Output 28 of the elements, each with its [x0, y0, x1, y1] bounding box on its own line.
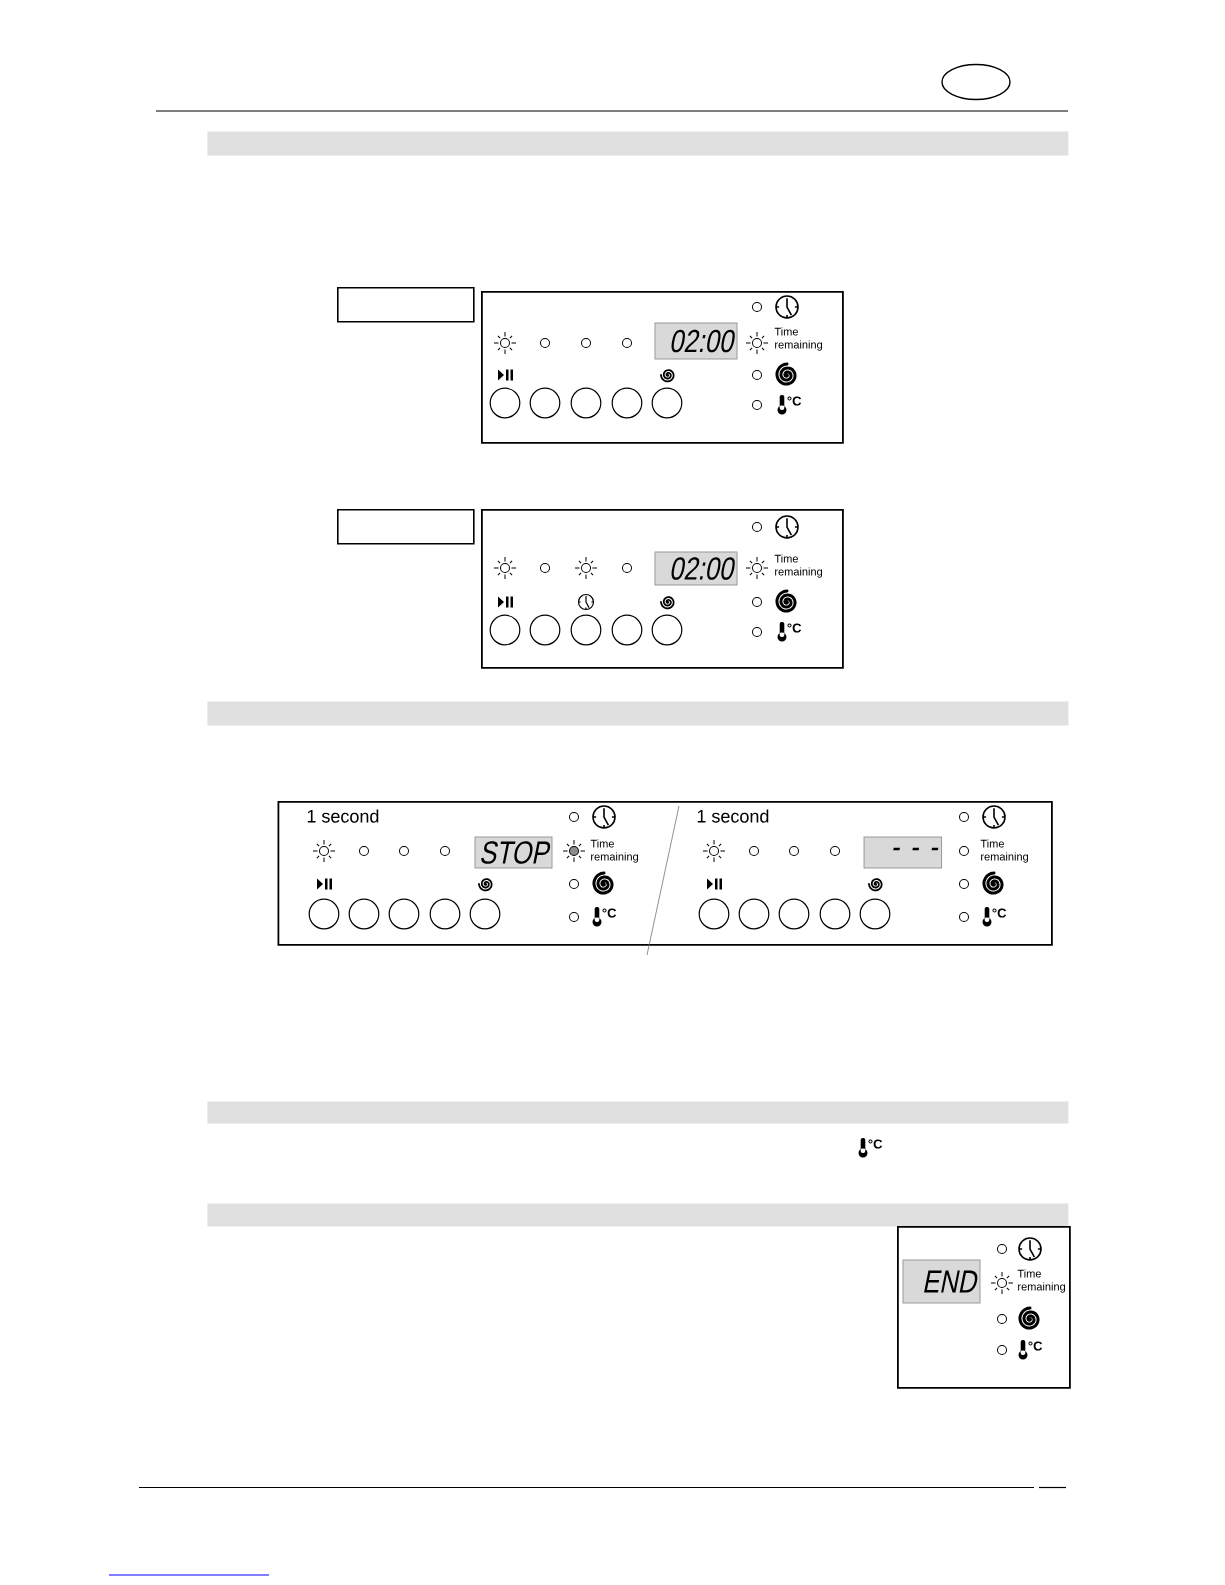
- control-panel: [897, 1226, 1071, 1389]
- indicator-label: Time remaining: [1017, 1269, 1065, 1293]
- indicator-label: Time remaining: [774, 554, 822, 578]
- digital-display: - - -: [863, 836, 943, 869]
- label-box: [337, 287, 475, 323]
- section-heading-bar: [207, 131, 1069, 156]
- unit-label: °C: [602, 908, 617, 918]
- section-heading-bar: [207, 701, 1069, 726]
- duration-label: 1 second: [697, 809, 769, 823]
- indicator-label: Time remaining: [774, 327, 822, 351]
- unit-label: °C: [787, 623, 802, 633]
- control-panel: [277, 801, 1053, 946]
- unit-label: °C: [1028, 1341, 1043, 1351]
- label-box: [337, 509, 475, 545]
- unit-label: °C: [868, 1139, 883, 1149]
- indicator-label: Time remaining: [980, 839, 1028, 863]
- duration-label: 1 second: [307, 809, 379, 823]
- indicator-label: Time remaining: [590, 839, 638, 863]
- section-heading-bar: [207, 1101, 1069, 1124]
- digital-display: END: [902, 1259, 981, 1304]
- section-heading-bar: [207, 1203, 1069, 1227]
- digital-display: 02:00: [654, 322, 738, 360]
- digital-display: 02:00: [654, 551, 738, 586]
- unit-label: °C: [992, 908, 1007, 918]
- control-panel: [481, 509, 844, 669]
- unit-label: °C: [787, 396, 802, 406]
- digital-display: STOP: [474, 836, 553, 869]
- control-panel: [481, 291, 844, 444]
